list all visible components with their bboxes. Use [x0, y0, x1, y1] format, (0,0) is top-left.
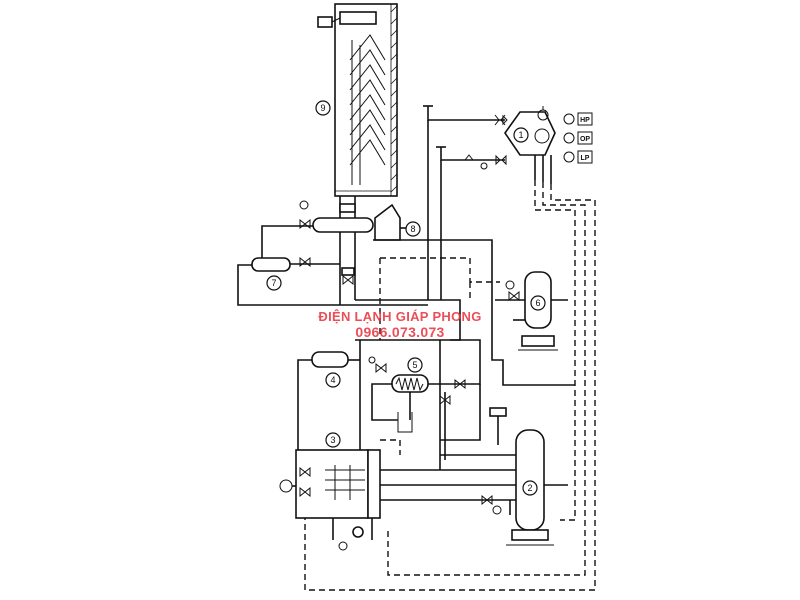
label-4: 4 — [330, 375, 335, 385]
label-1: 1 — [518, 130, 523, 140]
label-2: 2 — [527, 483, 532, 493]
separator: 4 — [297, 351, 360, 450]
coil-plates — [349, 34, 386, 185]
solid-piping — [355, 239, 575, 470]
gauge-lp-label: LP — [581, 155, 590, 162]
column-fan — [317, 11, 377, 28]
gauge-hp-label: HP — [580, 117, 590, 124]
side-valve — [489, 407, 507, 445]
label-5: 5 — [412, 360, 417, 370]
gauge-op-label: OP — [580, 136, 590, 143]
filter-assembly: 7 — [237, 225, 428, 306]
column-hatching — [335, 5, 398, 193]
label-8: 8 — [410, 224, 415, 234]
heat-exchanger: 5 — [371, 339, 481, 460]
receiver: 2 — [380, 429, 568, 546]
label-6: 6 — [535, 298, 540, 308]
label-9: 9 — [320, 103, 325, 113]
gauge-panel: HP OP LP — [563, 112, 593, 164]
label-7: 7 — [271, 278, 276, 288]
condenser: 3 — [279, 432, 381, 540]
evaporator-column: 9 — [315, 3, 398, 197]
valve-glyphs — [299, 114, 520, 551]
compressor: 1 — [504, 106, 556, 184]
label-3: 3 — [330, 435, 335, 445]
header-vessel — [312, 196, 374, 233]
watermark-phone: 0966.073.073 — [355, 324, 445, 340]
accumulator: 8 — [374, 203, 421, 241]
dashed-piping — [304, 180, 596, 591]
watermark-company-name: ĐIỆN LẠNH GIÁP PHONG — [318, 309, 482, 324]
oil-tank: 6 — [495, 271, 568, 351]
